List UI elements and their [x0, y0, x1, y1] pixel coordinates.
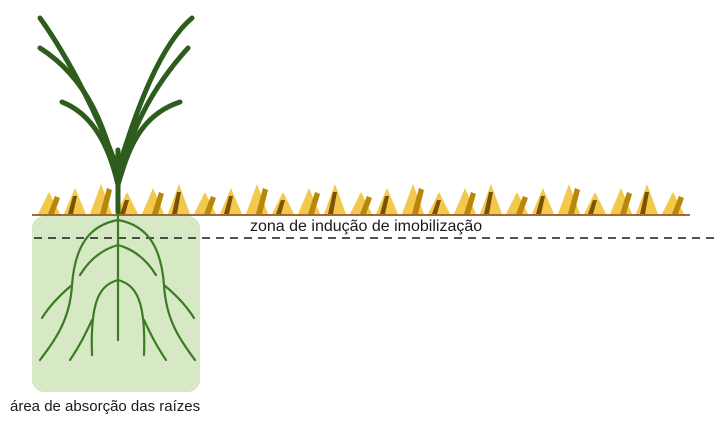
straw-residue-layer: [38, 184, 684, 214]
immobilization-zone-label: zona de indução de imobilização: [250, 218, 482, 236]
root-absorption-area: [32, 216, 200, 392]
root-absorption-area-label: área de absorção das raízes: [10, 398, 200, 415]
plant-shoot-icon: [40, 18, 192, 212]
